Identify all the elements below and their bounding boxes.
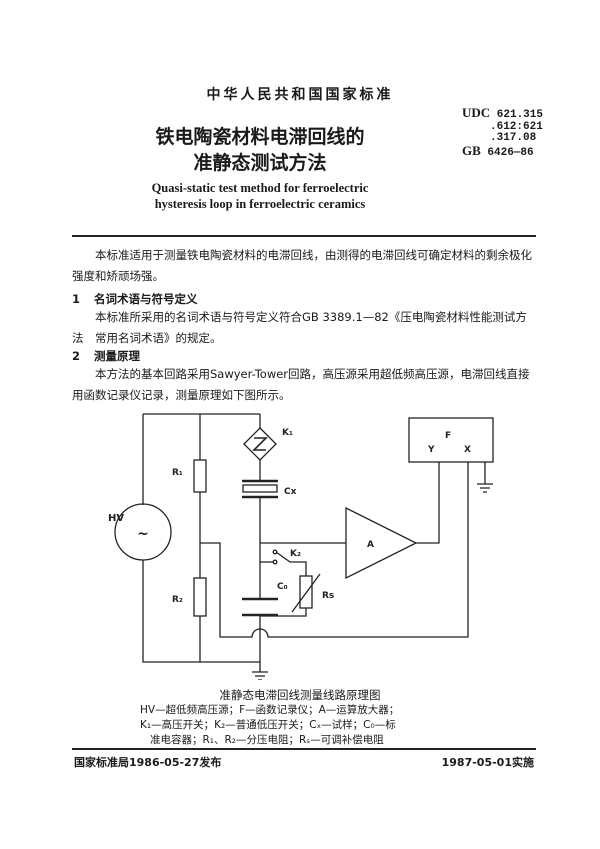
gb-number: 6426—86 [487, 146, 534, 159]
udc-code-2: .612:621 [490, 120, 543, 133]
x-input-wire [200, 462, 469, 638]
r1-label: R₁ [172, 468, 183, 478]
amplifier-label: A [367, 540, 374, 550]
english-title-line1: Quasi-static test method for ferroelectr… [151, 181, 369, 195]
section-1-title: 名词术语与符号定义 [94, 292, 198, 306]
gb-label: GB [462, 142, 481, 158]
udc-label: UDC [462, 105, 491, 120]
switch-k1-icon [243, 427, 277, 461]
hv-label: HV [108, 513, 124, 524]
section-2-title: 测量原理 [94, 349, 140, 363]
ground-icon-main [252, 671, 268, 680]
y-label: Y [427, 445, 435, 455]
capacitor-cx-icon [242, 484, 278, 493]
x-label: X [464, 445, 471, 455]
figure-legend-line1: HV—超低频高压源；F—函数记录仪；A—运算放大器； [140, 704, 400, 716]
figure-legend-line3: 准电容器；R₁、R₂—分压电阻；Rₛ—可调补偿电阻 [150, 734, 384, 746]
resistor-rs-icon [299, 575, 313, 609]
resistor-r2-icon [193, 577, 207, 617]
function-recorder-icon [408, 417, 494, 463]
section-1-paragraph: 本标准所采用的名词术语与符号定义符合GB 3389.1—82《压电陶瓷材料性能测… [72, 310, 527, 345]
y-input-wire [416, 462, 440, 544]
circuit-diagram: ~ HV R₁ R₂ K₁ Cx C₀ K₂ Rs A F Y X [108, 413, 494, 680]
r2-label: R₂ [172, 595, 183, 605]
cx-label: Cx [284, 487, 297, 497]
resistor-r1-icon [193, 459, 207, 493]
hv-wires [142, 414, 260, 663]
amplifier-icon [345, 506, 418, 580]
udc-code-3: .317.08 [490, 132, 537, 144]
issue-date: 国家标准局1986-05-27发布 [74, 756, 222, 769]
english-title-line2: hysteresis loop in ferroelectric ceramic… [154, 197, 366, 211]
switch-k2-contact [272, 559, 278, 565]
document-title-line1: 铁电陶瓷材料电滞回线的 [155, 126, 365, 148]
hv-source-icon [114, 503, 172, 561]
document-title-line2: 准静态测试方法 [193, 152, 327, 174]
intro-paragraph: 本标准适用于测量铁电陶瓷材料的电滞回线，由测得的电滞回线可确定材料的剩余极化强度… [72, 248, 532, 283]
classification-codes: UDC 621.315 .612:621 .317.08 GB 6426—86 [462, 105, 543, 159]
section-1-number: 1 [72, 292, 81, 306]
rs-label: Rs [322, 591, 334, 601]
figure-legend-line2: K₁—高压开关；K₂—普通低压开关；Cₓ—试样；C₀—标 [140, 719, 396, 731]
effective-date: 1987-05-01实施 [441, 756, 534, 769]
section-2-number: 2 [72, 349, 81, 363]
k1-symbol [252, 437, 268, 451]
ground-icon-recorder [477, 462, 493, 493]
section-1-heading: 1 名词术语与符号定义 [72, 291, 198, 307]
header-rule [72, 235, 536, 237]
k2-label: K₂ [290, 549, 301, 559]
section-2-paragraph: 本方法的基本回路采用Sawyer-Tower回路，高压源采用超低频高压源，电滞回… [72, 367, 530, 402]
figure-caption-title: 准静态电滞回线测量线路原理图 [219, 688, 381, 702]
c0-label: C₀ [277, 582, 288, 592]
ac-symbol: ~ [137, 526, 149, 542]
footer-rule [72, 748, 536, 750]
section-2-heading: 2 测量原理 [72, 348, 140, 364]
recorder-label: F [445, 431, 451, 441]
k1-label: K₁ [282, 428, 293, 438]
udc-code-1: 621.315 [496, 109, 543, 121]
switch-k2-icon [260, 551, 307, 617]
variable-arrow [291, 573, 321, 613]
standard-category: 中华人民共和国国家标准 [206, 87, 394, 103]
